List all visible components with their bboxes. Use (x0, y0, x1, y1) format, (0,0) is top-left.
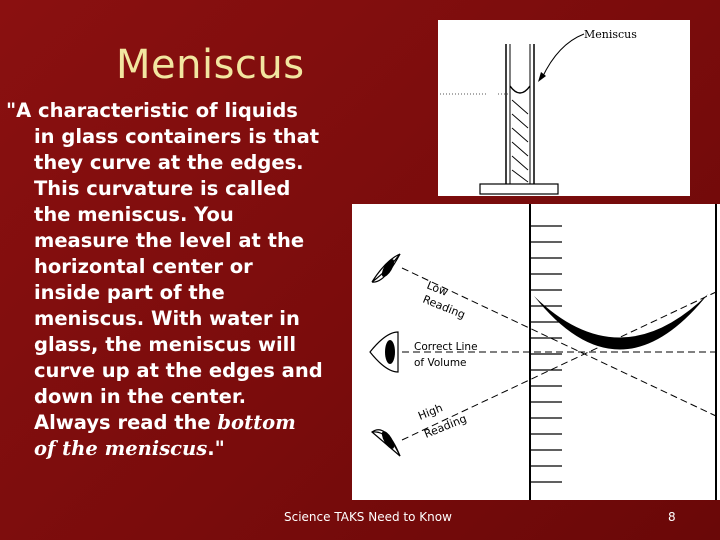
body-line-suffix: ." (207, 437, 225, 460)
page-number: 8 (668, 510, 676, 524)
cylinder-diagram: Meniscus (440, 28, 637, 195)
body-emphasis: of the meniscus (34, 437, 208, 460)
meniscus-curve (509, 85, 531, 94)
body-line: of the meniscus." (6, 436, 356, 462)
body-line: meniscus. With water in (34, 307, 300, 330)
body-line: measure the level at the (34, 229, 305, 252)
body-line: they curve at the edges. (34, 151, 304, 174)
footer-text: Science TAKS Need to Know (284, 510, 452, 524)
meniscus-cylinder-figure: Meniscus (438, 20, 690, 196)
body-line: Always read the bottom (6, 410, 356, 436)
graduation-marks (530, 225, 562, 483)
body-line-prefix: Always read the (34, 411, 218, 434)
sight-line-low (401, 267, 717, 417)
body-line: horizontal center or (34, 255, 253, 278)
body-line: glass, the meniscus will (34, 333, 297, 356)
meniscus-crescent (534, 294, 708, 350)
meniscus-reading-figure: Low Reading Correct Line of Volume High … (352, 204, 720, 500)
body-line: This curvature is called (34, 177, 291, 200)
sight-line-high (401, 291, 717, 441)
correct-line-label: of Volume (414, 357, 467, 369)
body-line: down in the center. (34, 385, 247, 408)
correct-line-label: Correct Line (414, 341, 478, 353)
body-line: in glass containers is that (34, 125, 320, 148)
high-reading-label: High (416, 401, 444, 423)
eye-icon (371, 253, 401, 283)
body-text: "A characteristic of liquids in glass co… (6, 98, 356, 462)
meniscus-label: Meniscus (584, 28, 637, 41)
liquid-hatching (511, 99, 529, 183)
reading-diagram: Low Reading Correct Line of Volume High … (369, 204, 717, 500)
cylinder-base (479, 183, 559, 195)
body-line: the meniscus. You (34, 203, 234, 226)
eye-icon (369, 331, 399, 373)
body-emphasis: bottom (217, 411, 296, 434)
label-pointer (541, 33, 585, 79)
eye-icon (371, 429, 401, 457)
body-line: curve up at the edges and (34, 359, 323, 382)
body-line: "A characteristic of liquids (6, 99, 298, 122)
pointer-arrowhead (538, 72, 546, 82)
slide-title: Meniscus (116, 42, 305, 88)
body-line: inside part of the (34, 281, 225, 304)
